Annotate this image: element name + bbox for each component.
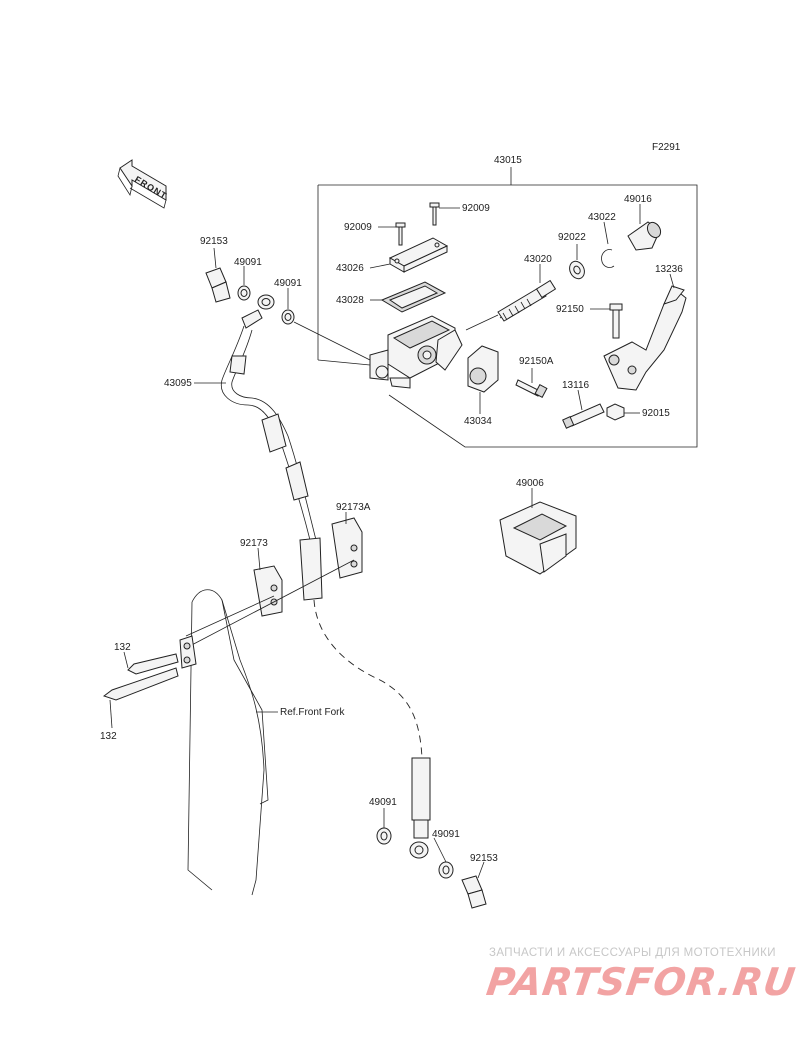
washer-49091-b: 49091 <box>274 278 302 325</box>
label-43026: 43026 <box>336 263 364 274</box>
label-92009-b: 92009 <box>462 203 490 214</box>
brake-lever-13236: 13236 <box>603 264 687 391</box>
label-49016: 49016 <box>624 194 652 205</box>
banjo-bolt-92153-lower: 92153 <box>461 853 498 909</box>
bolt-92150A: 92150A <box>515 356 554 398</box>
piston-43020: 43020 <box>465 254 557 331</box>
screw-92009-left: 92009 <box>344 222 406 246</box>
label-132-a: 132 <box>114 642 131 653</box>
master-cylinder-body <box>369 315 463 389</box>
lower-hose-fitting <box>409 757 431 859</box>
front-fork-ref: Ref.Front Fork <box>179 589 345 896</box>
label-132-b: 132 <box>100 731 117 742</box>
label-49091-d: 49091 <box>432 829 460 840</box>
label-49091-b: 49091 <box>274 278 302 289</box>
bolt-132-upper: 132 <box>114 642 179 675</box>
watermark-subtitle: ЗАПЧАСТИ И АКСЕССУАРЫ ДЛЯ МОТОТЕХНИКИ <box>489 947 776 959</box>
label-92015: 92015 <box>642 408 670 419</box>
bolt-132-lower: 132 <box>100 667 179 742</box>
label-92009-a: 92009 <box>344 222 372 233</box>
label-92173: 92173 <box>240 538 268 549</box>
washer-92022: 92022 <box>558 232 586 280</box>
clamp-43034: 43034 <box>464 345 499 427</box>
label-43020: 43020 <box>524 254 552 265</box>
label-43095: 43095 <box>164 378 192 389</box>
label-43028: 43028 <box>336 295 364 306</box>
reservoir-cap-43026: 43026 <box>336 237 449 274</box>
label-43034: 43034 <box>464 416 492 427</box>
label-92150: 92150 <box>556 304 584 315</box>
lever-guard-49006: 49006 <box>499 478 577 575</box>
pivot-bolt-92150: 92150 <box>556 303 623 339</box>
figure-code: F2291 <box>652 142 681 153</box>
hose-guide-92173: 92173 <box>240 538 283 617</box>
label-13116: 13116 <box>562 380 590 391</box>
label-92173A: 92173A <box>336 502 371 513</box>
label-92153-a: 92153 <box>200 236 228 247</box>
washer-49091-d: 49091 <box>432 829 460 879</box>
label-43015: 43015 <box>494 155 522 166</box>
washer-49091-c: 49091 <box>369 797 397 845</box>
ref-front-fork: Ref.Front Fork <box>280 707 345 718</box>
front-arrow-icon: FRONT <box>117 159 169 209</box>
label-49006: 49006 <box>516 478 544 489</box>
label-49091-a: 49091 <box>234 257 262 268</box>
watermark-brand: PARTSFOR.RU <box>483 960 799 1004</box>
banjo-bolt-92153-upper: 92153 <box>200 236 231 303</box>
boot-49016: 49016 <box>624 194 662 251</box>
master-cylinder-frame: 43015 <box>317 155 698 448</box>
hose-route <box>313 599 423 759</box>
hose-guide-92173A: 92173A <box>331 502 371 579</box>
diaphragm-43028: 43028 <box>336 281 447 313</box>
label-92022: 92022 <box>558 232 586 243</box>
screw-92009-right: 92009 <box>429 202 490 226</box>
label-92153-b: 92153 <box>470 853 498 864</box>
nut-92015: 92015 <box>606 403 670 421</box>
label-92150A: 92150A <box>519 356 554 367</box>
brake-hose-43095: 43095 <box>164 294 323 601</box>
pin-13116: 13116 <box>562 380 605 429</box>
label-43022: 43022 <box>588 212 616 223</box>
label-49091-c: 49091 <box>369 797 397 808</box>
washer-49091-a: 49091 <box>234 257 262 301</box>
circlip-43022: 43022 <box>588 212 616 268</box>
label-13236: 13236 <box>655 264 683 275</box>
